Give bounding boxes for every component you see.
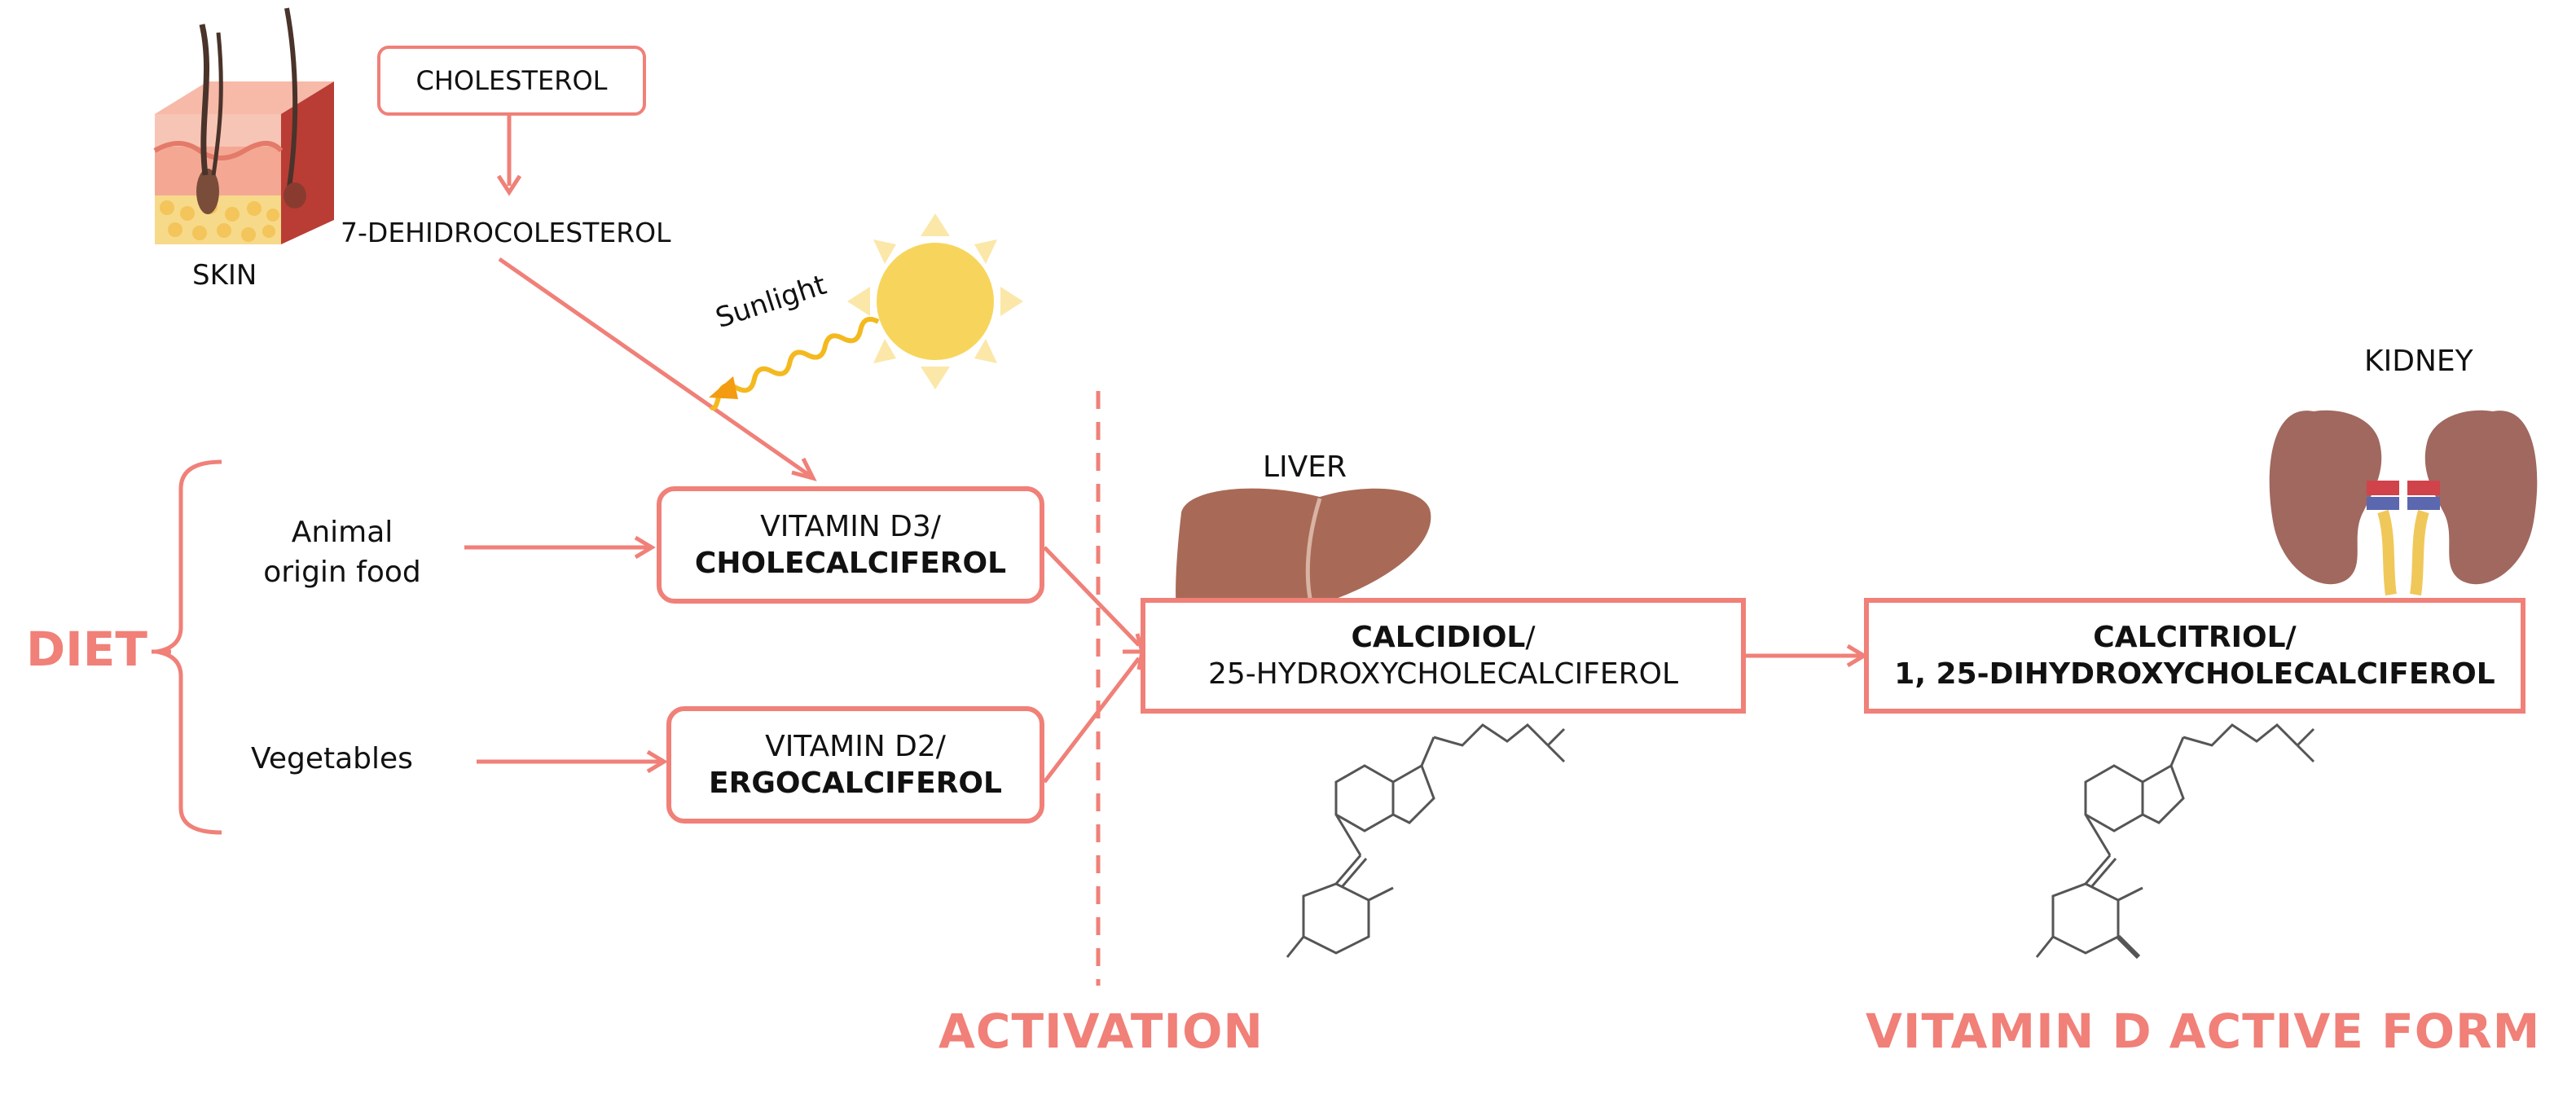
vitamin-d3-line2: CHOLECALCIFEROL [694,547,1007,580]
calcidiol-line2: 25-HYDROXYCHOLECALCIFEROL [1207,657,1679,691]
dehydrocholesterol-label: 7-DEHIDROCOLESTEROL [341,217,671,248]
calcitriol-line1: CALCITRIOL/ [2093,621,2297,654]
vitamin-d2-line1: VITAMIN D2/ [765,730,946,763]
activation-heading: ACTIVATION [939,1004,1264,1059]
calcitriol-line2: 1, 25-DIHYDROXYCHOLECALCIFEROL [1894,657,2495,691]
calcitriol-box: CALCITRIOL/ 1, 25-DIHYDROXYCHOLECALCIFER… [1864,598,2525,714]
calcidiol-line1: CALCIDIOL [1351,621,1526,654]
skin-label: SKIN [192,259,257,292]
liver-label: LIVER [1263,450,1347,484]
sun-icon [709,213,1023,411]
kidneys-icon [2269,410,2538,596]
animal-origin-line-2: origin food [263,555,421,589]
animal-origin-line-1: Animal [291,516,393,549]
cholesterol-box: CHOLESTEROL [377,46,646,116]
vegetables-label: Vegetables [251,742,413,775]
cholesterol-label: CHOLESTEROL [415,65,608,96]
calcidiol-box: CALCIDIOL/ 25-HYDROXYCHOLECALCIFEROL [1141,598,1746,714]
calcitriol-structure-icon [2035,723,2315,960]
skin-cross-section-icon [153,7,334,244]
active-form-heading: VITAMIN D ACTIVE FORM [1866,1004,2541,1059]
diet-label: DIET [26,622,147,677]
vitamin-d2-box: VITAMIN D2/ ERGOCALCIFEROL [666,706,1044,824]
animal-origin-food-label: Animal origin food [253,513,432,592]
calcidiol-structure-icon [1286,723,1566,958]
vitamin-d3-line1: VITAMIN D3/ [760,510,941,543]
vitamin-d2-line2: ERGOCALCIFEROL [709,767,1002,800]
calcidiol-slash: / [1525,621,1536,654]
kidney-label: KIDNEY [2364,345,2473,378]
vitamin-d3-box: VITAMIN D3/ CHOLECALCIFEROL [657,486,1044,604]
